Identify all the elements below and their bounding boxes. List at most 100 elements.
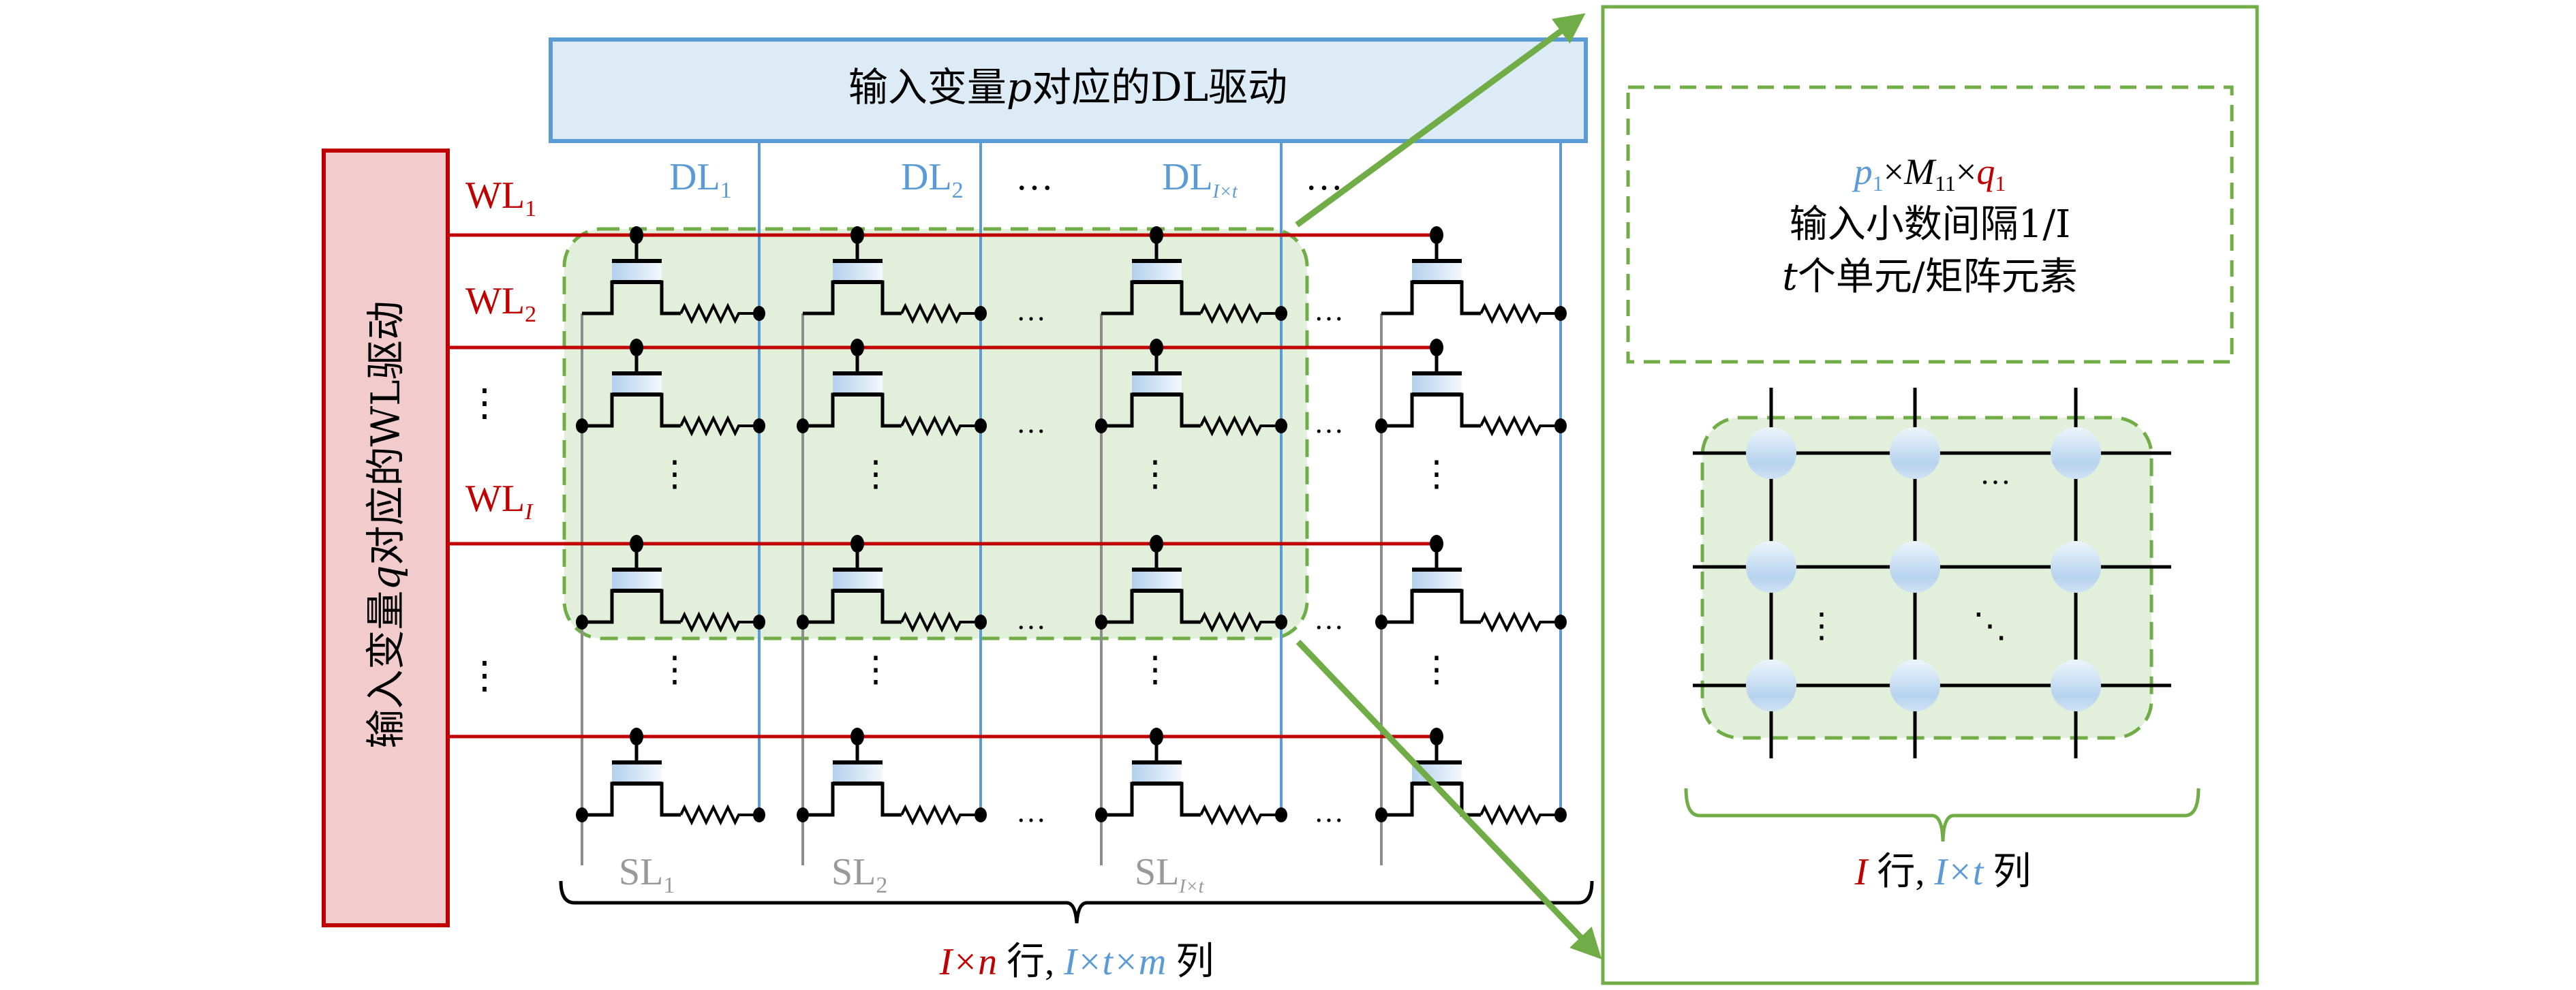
wordline-label-name: WL — [465, 280, 525, 322]
dataline-label-name: DL — [901, 156, 952, 198]
memory-cell — [1375, 339, 1567, 437]
memory-cell — [1095, 535, 1287, 633]
dataline-label: … — [1305, 156, 1343, 198]
mini-cell-node — [1746, 660, 1796, 711]
memory-cell — [576, 535, 765, 633]
dataline-label: … — [1015, 156, 1054, 198]
dataline-label-sub: I×t — [1212, 181, 1238, 202]
drain-node-dot — [975, 615, 987, 630]
resistor-icon — [1479, 804, 1561, 826]
memory-cell — [1095, 728, 1287, 826]
source-node-dot — [1095, 615, 1107, 630]
group-highlight-layer — [562, 227, 1309, 640]
memory-cell — [1381, 226, 1567, 324]
drain-node-dot — [1554, 418, 1567, 433]
memory-cell — [803, 226, 987, 324]
row-ellipsis: ⋮ — [1419, 455, 1454, 494]
formula-times: × — [1956, 151, 1976, 192]
detail-description-box — [1626, 85, 2234, 364]
gate-dielectric — [833, 373, 883, 394]
gate-dielectric — [833, 570, 883, 590]
transistor-channel — [803, 589, 902, 624]
gate-dielectric — [833, 261, 883, 281]
sourceline-label-name: SL — [1135, 851, 1179, 893]
memory-cell — [1375, 728, 1567, 826]
gate-dielectric — [1412, 261, 1462, 281]
mini-ellipsis-diagonal: ⋱ — [1973, 606, 2007, 645]
column-ellipsis: … — [1016, 294, 1046, 327]
wordline-label-sub: I — [524, 499, 534, 525]
memory-cell — [576, 339, 765, 437]
gate-dielectric — [1412, 373, 1462, 394]
gate-dielectric — [1132, 570, 1182, 590]
mini-ellipsis-horizontal: … — [1980, 456, 2011, 491]
mini-cols-var: I×t — [1933, 851, 1984, 893]
column-ellipsis: … — [1314, 795, 1344, 829]
gate-dielectric — [612, 570, 662, 590]
mini-cell-node — [1890, 660, 1940, 711]
dataline-label-name: … — [1015, 156, 1054, 198]
mini-cell-node — [1890, 427, 1940, 479]
gate-dielectric — [612, 261, 662, 281]
dl-driver-box: 输入变量p对应的DL驱动 — [549, 37, 1588, 143]
drain-node-dot — [1275, 615, 1287, 630]
sourceline-label: SL1 — [619, 851, 675, 898]
dataline-label-name: … — [1305, 156, 1343, 198]
dataline-label: DL1 — [669, 156, 732, 203]
formula-p: p — [1852, 151, 1873, 192]
wordline-label-name: WL — [465, 174, 525, 217]
resistor-icon — [900, 611, 981, 633]
wl-driver-label-prefix: 输入变量 — [363, 591, 409, 749]
gate-dielectric — [612, 762, 662, 783]
mini-cell-node — [2051, 541, 2101, 593]
source-node-dot — [797, 615, 809, 630]
gate-dielectric — [1132, 261, 1182, 281]
cell-formula: p1×M11×q1 — [1852, 151, 2006, 196]
gate-dielectric — [833, 762, 883, 783]
dataline-label-sub: 1 — [720, 178, 732, 203]
wordline-label-sub: 2 — [525, 302, 536, 327]
source-node-dot — [1375, 807, 1387, 822]
cells-per-element-label: 个单元/矩阵元素 — [1798, 255, 2078, 299]
array-size-brace — [559, 880, 1594, 924]
formula-p-sub: 1 — [1873, 171, 1884, 196]
mini-rows-text: 行, — [1867, 851, 1934, 893]
wordline-label: WL1 — [465, 174, 536, 221]
source-node-dot — [1095, 807, 1107, 822]
column-ellipsis: … — [1314, 406, 1344, 439]
column-ellipsis: … — [1314, 602, 1344, 636]
memory-cell — [1375, 535, 1567, 633]
line-layer — [448, 141, 1562, 865]
dl-driver-label-prefix: 输入变量 — [848, 64, 1007, 110]
formula-times: × — [1884, 151, 1904, 192]
mini-size-brace — [1684, 788, 2201, 842]
memory-cell — [1095, 339, 1287, 437]
drain-node-dot — [975, 807, 987, 822]
row-ellipsis: ⋮ — [1419, 651, 1454, 690]
column-ellipsis: … — [1016, 602, 1046, 636]
wordline-label-name: ⋮ — [465, 382, 504, 424]
mini-cell-node — [2051, 427, 2101, 479]
source-node-dot — [1095, 418, 1107, 433]
sourceline-label-sub: I×t — [1178, 876, 1204, 897]
transistor-channel — [582, 589, 681, 624]
mini-ellipsis-vertical: ⋮ — [1805, 606, 1839, 645]
resistor-icon — [900, 804, 981, 826]
drain-node-dot — [1554, 306, 1567, 321]
wordline-label: WLI — [465, 478, 534, 525]
array-cols-var: I×t×m — [1063, 941, 1166, 983]
dataline-label-sub: 2 — [952, 178, 964, 203]
wordline-label-name: ⋮ — [465, 655, 504, 697]
array-rows-text: 行, — [997, 941, 1064, 983]
resistor-icon — [1479, 415, 1561, 437]
source-node-dot — [797, 418, 809, 433]
dataline-label: DLI×t — [1162, 156, 1238, 202]
wordline-label-sub: 1 — [525, 196, 536, 221]
transistor-channel — [582, 280, 681, 315]
drain-node-dot — [1275, 418, 1287, 433]
resistor-icon — [679, 804, 759, 826]
resistor-icon — [1199, 415, 1281, 437]
cell-layer — [576, 226, 1567, 826]
row-ellipsis: ⋮ — [1137, 455, 1173, 494]
